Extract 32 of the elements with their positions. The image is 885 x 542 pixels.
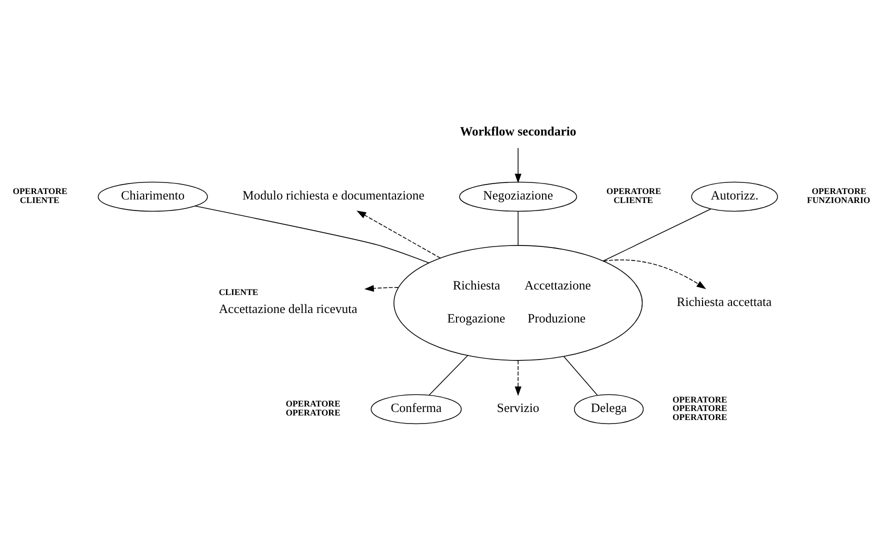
node-label: FUNZIONARIO	[806, 194, 870, 204]
node-label: OPERATORE	[12, 186, 68, 196]
node-ellipse: Delega	[574, 394, 644, 424]
node-ellipse: Conferma	[370, 394, 462, 424]
arrow	[603, 259, 706, 289]
node-label: CLIENTE	[20, 194, 60, 204]
node-ellipse: Autorizz.	[691, 181, 778, 212]
node-label: CLIENTE	[614, 194, 653, 204]
node-text: Modulo richiesta e documentazione	[242, 188, 424, 202]
connector	[602, 208, 712, 261]
connector	[563, 355, 598, 396]
node-ellipse: Chiarimento	[98, 181, 208, 212]
node-text: Workflow secondario	[460, 124, 576, 138]
node-text: Richiesta accettata	[676, 294, 772, 308]
node-label: OPERATORE	[672, 394, 728, 404]
node-text: Accettazione della ricevuta	[218, 302, 358, 316]
arrow	[356, 210, 441, 258]
node-label: CLIENTE	[218, 286, 258, 296]
node-label: OPERATORE	[812, 186, 866, 196]
node-label: OPERATORE	[286, 398, 340, 408]
node-label: OPERATORE	[672, 402, 728, 413]
node-ellipse: Negoziazione	[459, 181, 578, 212]
arrow	[514, 359, 522, 396]
node-label: OPERATORE	[286, 406, 340, 417]
node-label: OPERATORE	[606, 186, 662, 196]
connector	[428, 354, 468, 396]
node-ellipse: Richiesta Accettazione Erogazione Produzione	[394, 244, 643, 360]
connector	[194, 205, 430, 263]
node-text: Servizio	[496, 400, 540, 415]
arrow	[364, 284, 399, 292]
arrow	[514, 147, 522, 183]
node-label: OPERATORE	[672, 411, 728, 422]
